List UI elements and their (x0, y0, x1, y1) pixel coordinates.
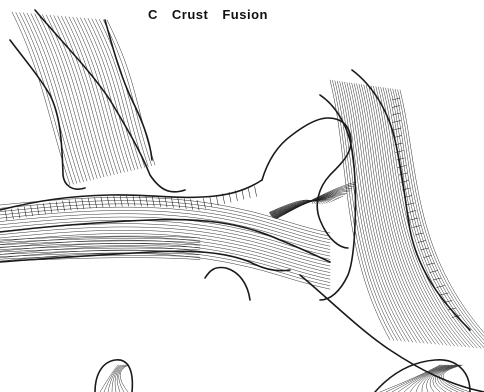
band-edge-hatch (75, 199, 77, 209)
right-edge-hatch (406, 203, 414, 205)
bottom-left-fibre (119, 365, 127, 392)
central-fan-outline (262, 118, 351, 248)
right-edge-hatch (430, 271, 438, 273)
right-edge-hatch (423, 256, 431, 258)
band-edge-hatch (5, 210, 7, 220)
right-curl-fibre (400, 90, 484, 350)
band-edge-hatch (88, 198, 90, 208)
lower-band-fibre (0, 236, 200, 240)
right-edge-hatch (392, 98, 400, 100)
band-edge-hatch (50, 203, 52, 213)
central-fan-fibre (275, 190, 350, 218)
right-edge-hatch (415, 233, 423, 235)
central-fan-fibre (275, 188, 352, 218)
band-edge-hatch (248, 188, 250, 198)
right-edge-hatch (418, 241, 426, 243)
main-band-lower-edge (0, 251, 290, 270)
band-edge-hatch (37, 205, 39, 215)
right-edge-hatch (393, 128, 401, 130)
right-curl-fibre (393, 89, 484, 349)
right-curl-fibre (388, 88, 481, 348)
fibre-hatching (0, 12, 484, 392)
right-edge-hatch (408, 211, 416, 213)
lower-band-fibre (0, 241, 200, 245)
band-edge-hatch (101, 197, 103, 207)
right-edge-hatch (427, 263, 435, 265)
right-curl-fibre (330, 80, 390, 340)
band-fibre (0, 243, 330, 279)
band-edge-hatch (107, 197, 109, 207)
band-edge-hatch (69, 200, 71, 210)
right-edge-hatch (421, 248, 429, 250)
bottom-left-lobe (95, 360, 132, 392)
band-edge-hatch (120, 196, 122, 206)
band-edge-hatch (95, 198, 97, 208)
band-edge-hatch (31, 206, 33, 216)
upper-fan-fibre (12, 12, 70, 185)
band-edge-hatch (82, 199, 84, 209)
band-edge-hatch (255, 186, 257, 196)
band-edge-hatch (242, 189, 244, 199)
band-edge-hatch (43, 204, 45, 214)
right-curl-outer (352, 70, 470, 330)
lower-band-fibre (0, 246, 200, 250)
lower-arch (205, 267, 250, 300)
bottom-right-lobe (375, 360, 470, 392)
band-fibre (0, 250, 330, 286)
right-edge-hatch (433, 278, 441, 280)
band-edge-hatch (203, 198, 205, 208)
band-edge-hatch (24, 207, 26, 217)
band-edge-hatch (114, 196, 116, 206)
band-edge-hatch (127, 196, 129, 206)
band-edge-hatch (216, 195, 218, 205)
right-curl-lower-edge (300, 275, 484, 392)
right-curl-fibre (337, 81, 401, 341)
band-edge-hatch (210, 197, 212, 207)
